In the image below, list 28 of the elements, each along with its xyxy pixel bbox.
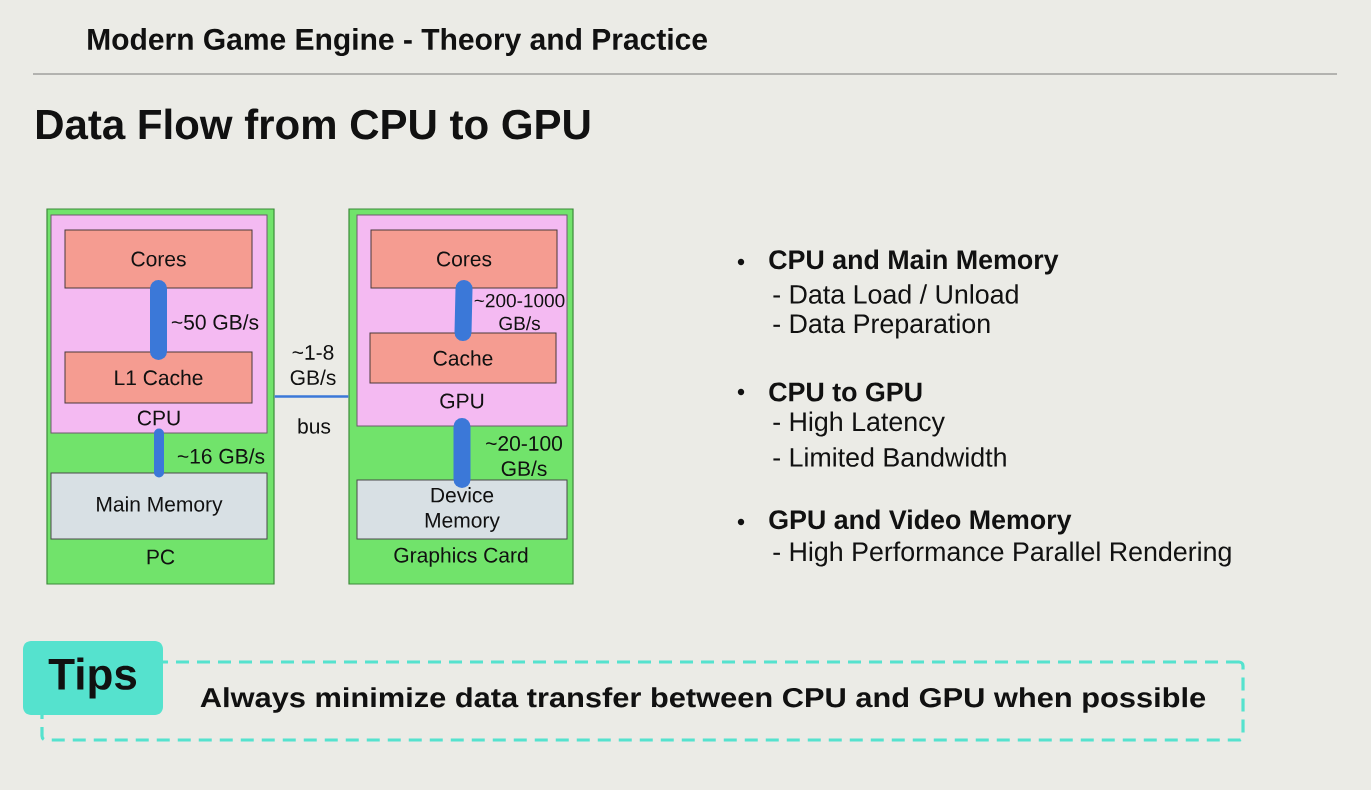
memory-box: Main Memory — [50, 472, 268, 540]
bullet-heading: GPU and Video Memory — [769, 509, 1072, 535]
edge-label: ~200-1000 GB/s — [474, 293, 565, 331]
bus-line — [274, 395, 349, 398]
tips-badge: Tips — [23, 641, 163, 715]
slide-title: Data Flow from CPU to GPU — [37, 108, 590, 140]
memory-box: Device Memory — [356, 479, 568, 540]
bullet-subitem: - Data Preparation — [773, 313, 990, 339]
cache-box: Cache — [369, 332, 557, 384]
course-title: Modern Game Engine - Theory and Practice — [88, 27, 707, 57]
cores-box: Cores — [370, 229, 558, 289]
bullet-subitem: - High Latency — [773, 411, 945, 437]
cache-box: L1 Cache — [64, 351, 253, 404]
bullet-heading: CPU to GPU — [769, 382, 922, 402]
bullet-subitem: - Limited Bandwidth — [773, 447, 1006, 467]
edge-label: ~20-100 GB/s — [486, 436, 562, 477]
link-bar — [453, 418, 471, 488]
bullet-subitem: - High Performance Parallel Rendering — [773, 541, 1231, 567]
edge-label: ~16 GB/s — [177, 448, 265, 464]
edge-label: ~1-8 GB/s — [290, 345, 336, 386]
bus-label: bus — [298, 418, 331, 434]
link-bar — [454, 280, 473, 341]
bullet-subitem: - Data Load / Unload — [773, 284, 1018, 304]
link-bar — [150, 280, 167, 360]
cores-box: Cores — [64, 229, 253, 289]
bullet-heading: CPU and Main Memory — [769, 249, 1059, 275]
link-bar — [154, 428, 164, 478]
edge-label: ~50 GB/s — [171, 314, 259, 330]
